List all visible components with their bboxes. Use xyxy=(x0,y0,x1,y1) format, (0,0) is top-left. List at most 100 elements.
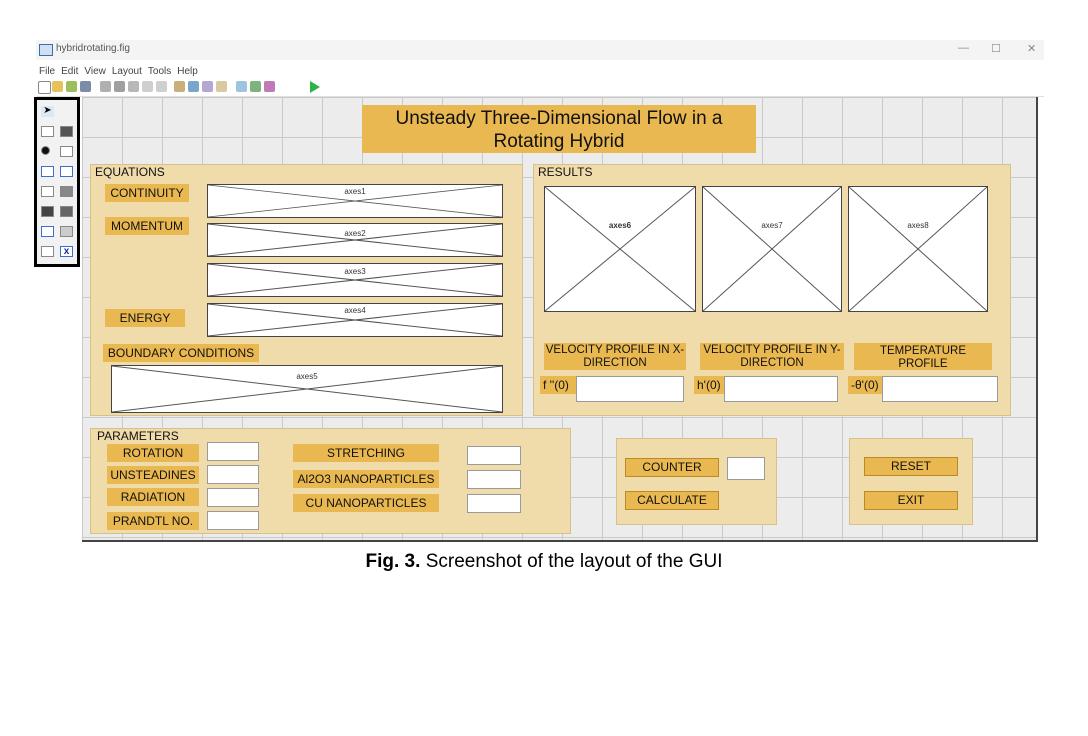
prandtl-label: PRANDTL NO. xyxy=(107,512,199,530)
tab-order-icon[interactable] xyxy=(202,81,213,92)
axes5-label: axes5 xyxy=(296,372,318,381)
slider-icon[interactable] xyxy=(60,126,73,137)
axes4-placeholder[interactable]: axes4 xyxy=(207,303,503,337)
header-title-box: Unsteady Three-Dimensional Flow in a Rot… xyxy=(362,105,756,153)
axes6-placeholder[interactable]: axes6 xyxy=(544,186,696,312)
menu-file[interactable]: File xyxy=(39,66,56,77)
stretching-label: STRETCHING xyxy=(293,444,439,462)
toolbar xyxy=(36,78,1044,97)
figure-caption: Fig. 3. Screenshot of the layout of the … xyxy=(0,551,1088,573)
toolbar-editor-icon[interactable] xyxy=(216,81,227,92)
counter-field[interactable] xyxy=(727,457,765,480)
button-group-icon[interactable] xyxy=(41,246,54,257)
menu-edit[interactable]: Edit xyxy=(61,66,79,77)
redo-icon[interactable] xyxy=(156,81,167,92)
momentum-label: MOMENTUM xyxy=(105,217,189,235)
listbox-icon[interactable] xyxy=(60,186,73,197)
component-palette: ➤ x xyxy=(34,97,80,267)
panel-icon[interactable] xyxy=(60,226,73,237)
menu-layout[interactable]: Layout xyxy=(111,66,142,77)
figure-app-icon xyxy=(39,44,53,56)
axes5-placeholder[interactable]: axes5 xyxy=(111,365,503,413)
maximize-button[interactable]: ☐ xyxy=(991,43,1001,55)
menu-editor-icon[interactable] xyxy=(188,81,199,92)
static-text-icon[interactable] xyxy=(60,166,73,177)
radiation-field[interactable] xyxy=(207,488,259,507)
rotation-field[interactable] xyxy=(207,442,259,461)
paste-icon[interactable] xyxy=(128,81,139,92)
axes3-label: axes3 xyxy=(344,267,366,276)
axes-icon[interactable] xyxy=(41,226,54,237)
calculate-button[interactable]: CALCULATE xyxy=(625,491,719,510)
undo-icon[interactable] xyxy=(142,81,153,92)
axes1-placeholder[interactable]: axes1 xyxy=(207,184,503,218)
toggle-button-icon[interactable] xyxy=(41,206,54,217)
al2o3-field[interactable] xyxy=(467,470,521,489)
axes7-placeholder[interactable]: axes7 xyxy=(702,186,842,312)
axes4-label: axes4 xyxy=(344,306,366,315)
axes2-label: axes2 xyxy=(344,229,366,238)
f-double-prime-label: f ''(0) xyxy=(540,376,578,394)
cu-field[interactable] xyxy=(467,494,521,513)
checkbox-icon[interactable] xyxy=(60,146,73,157)
equations-title: EQUATIONS xyxy=(95,165,165,179)
axes6-label: axes6 xyxy=(608,221,632,230)
axes3-placeholder[interactable]: axes3 xyxy=(207,263,503,297)
temperature-label: TEMPERATURE PROFILE xyxy=(854,343,992,370)
align-icon[interactable] xyxy=(174,81,185,92)
edit-icon[interactable] xyxy=(66,81,77,92)
rotation-label: ROTATION xyxy=(107,444,199,462)
save-icon[interactable] xyxy=(80,81,91,92)
window-title: hybridrotating.fig xyxy=(56,43,130,54)
select-arrow-icon[interactable]: ➤ xyxy=(41,106,54,117)
menu-view[interactable]: View xyxy=(84,66,106,77)
radio-button-icon[interactable] xyxy=(41,146,50,155)
edit-text-icon[interactable] xyxy=(41,166,54,177)
theta-prime-label: -θ'(0) xyxy=(848,376,884,394)
menu-tools[interactable]: Tools xyxy=(147,66,172,77)
reset-exit-panel: RESET EXIT xyxy=(849,438,973,525)
object-browser-icon[interactable] xyxy=(264,81,275,92)
counter-button[interactable]: COUNTER xyxy=(625,458,719,477)
prandtl-field[interactable] xyxy=(207,511,259,530)
caption-prefix: Fig. 3. xyxy=(365,551,421,572)
exit-button[interactable]: EXIT xyxy=(864,491,958,510)
h-prime-field[interactable] xyxy=(724,376,838,402)
popup-menu-icon[interactable] xyxy=(41,186,54,197)
energy-label: ENERGY xyxy=(105,309,185,327)
axes2-placeholder[interactable]: axes2 xyxy=(207,223,503,257)
parameters-panel: PARAMETERS ROTATION UNSTEADINES RADIATIO… xyxy=(90,428,571,534)
stretching-field[interactable] xyxy=(467,446,521,465)
reset-button[interactable]: RESET xyxy=(864,457,958,476)
table-icon[interactable] xyxy=(60,206,73,217)
unsteadiness-field[interactable] xyxy=(207,465,259,484)
parameters-title: PARAMETERS xyxy=(97,429,179,443)
continuity-label: CONTINUITY xyxy=(105,184,189,202)
editor-icon[interactable] xyxy=(236,81,247,92)
cut-icon[interactable] xyxy=(100,81,111,92)
axes8-placeholder[interactable]: axes8 xyxy=(848,186,988,312)
property-inspector-icon[interactable] xyxy=(250,81,261,92)
menu-help[interactable]: Help xyxy=(177,66,198,77)
actions-panel: COUNTER CALCULATE xyxy=(616,438,777,525)
open-folder-icon[interactable] xyxy=(52,81,63,92)
velocity-y-label: VELOCITY PROFILE IN Y-DIRECTION xyxy=(700,343,844,370)
axes8-label: axes8 xyxy=(907,221,929,230)
boundary-conditions-label: BOUNDARY CONDITIONS xyxy=(103,344,259,362)
minimize-button[interactable]: — xyxy=(958,42,969,54)
f-double-prime-field[interactable] xyxy=(576,376,684,402)
al2o3-label: Al2O3 NANOPARTICLES xyxy=(293,470,439,488)
close-button[interactable]: ✕ xyxy=(1027,43,1037,55)
equations-panel: EQUATIONS CONTINUITY MOMENTUM ENERGY BOU… xyxy=(90,164,523,416)
copy-icon[interactable] xyxy=(114,81,125,92)
activex-icon[interactable]: x xyxy=(60,246,73,257)
h-prime-label: h'(0) xyxy=(694,376,726,394)
run-icon[interactable] xyxy=(310,81,320,93)
menu-bar: File Edit View Layout Tools Help xyxy=(36,61,1044,78)
layout-canvas: Unsteady Three-Dimensional Flow in a Rot… xyxy=(82,97,1038,542)
new-file-icon[interactable] xyxy=(38,81,51,94)
theta-prime-field[interactable] xyxy=(882,376,998,402)
radiation-label: RADIATION xyxy=(107,488,199,506)
results-panel: RESULTS axes6 axes7 axes8 VELOCITY PROFI… xyxy=(533,164,1011,416)
push-button-icon[interactable] xyxy=(41,126,54,137)
